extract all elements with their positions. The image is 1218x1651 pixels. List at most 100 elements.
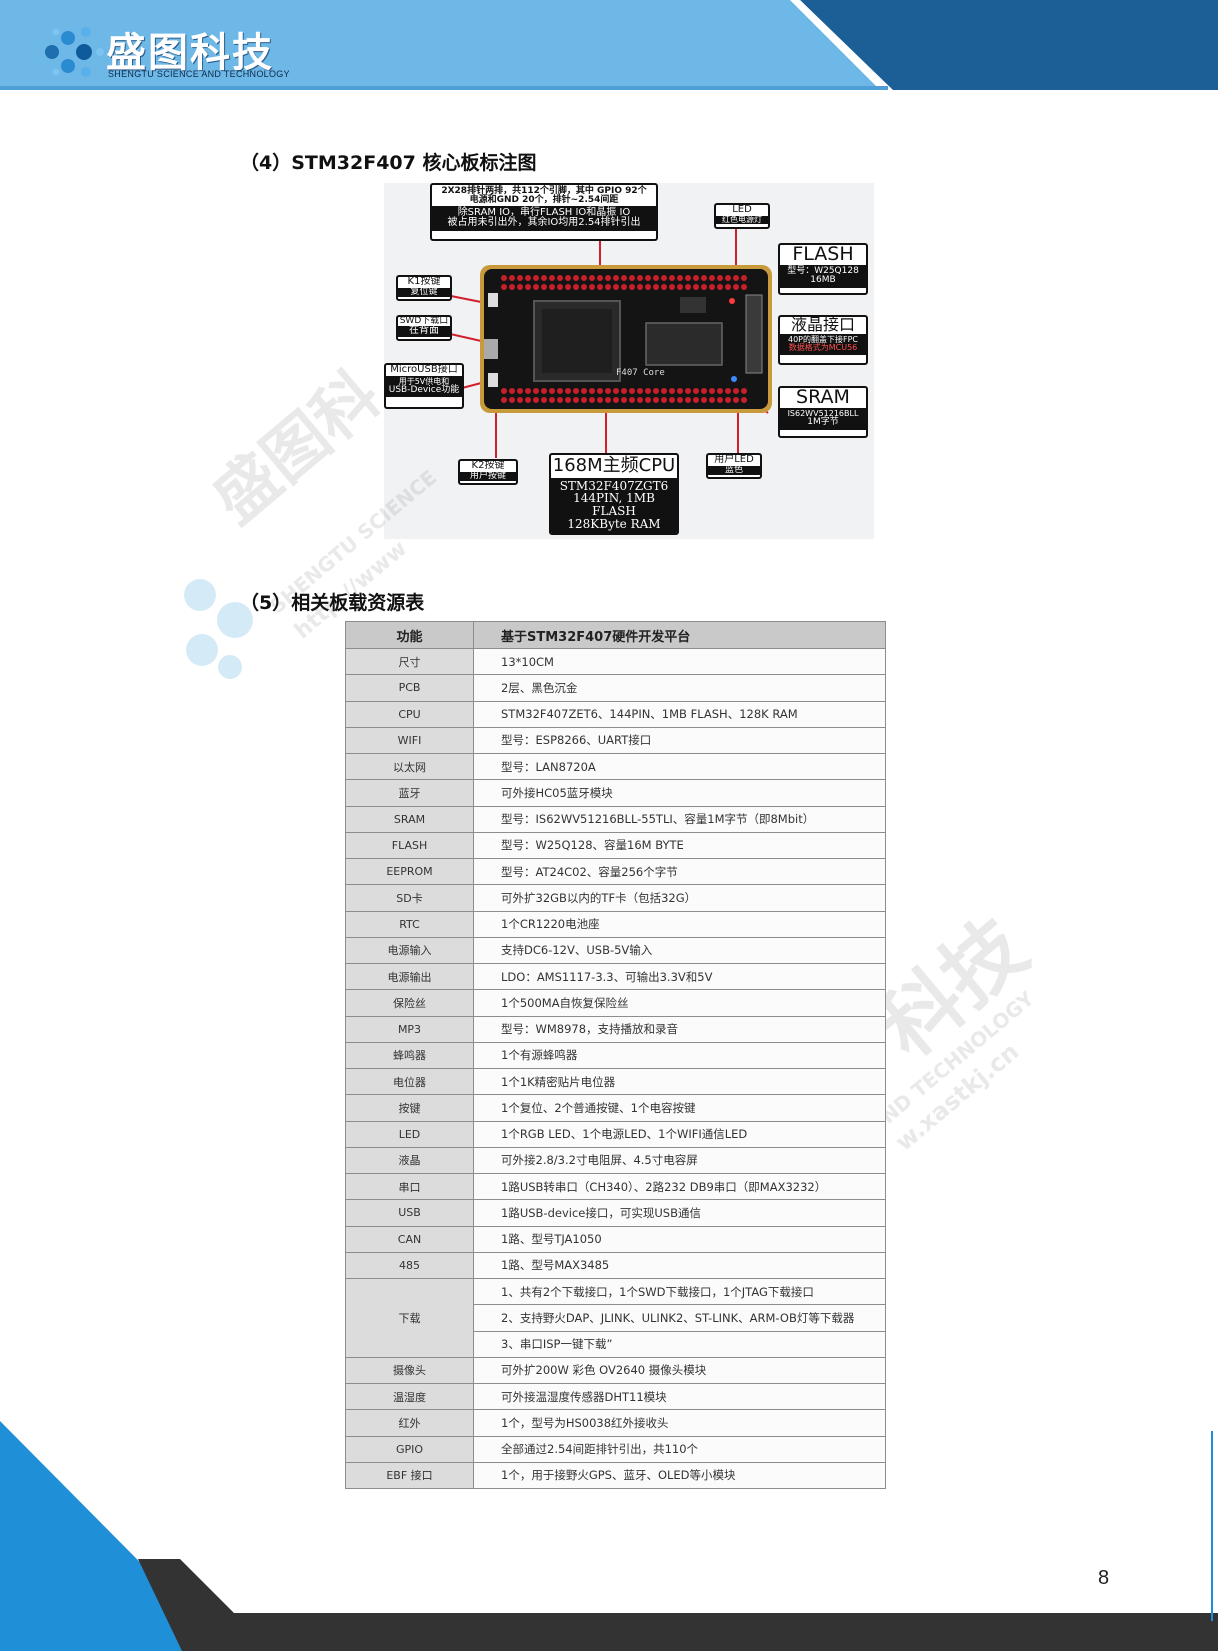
watermark-en-right: ND TECHNOLOGY (876, 986, 1039, 1129)
footer-decoration (0, 1421, 1218, 1651)
function-cell: 485 (345, 1251, 474, 1280)
page-number: 8 (1098, 1567, 1110, 1589)
board-illustration (445, 225, 772, 458)
callout-header-pins: 2X28排针两排，共112个引脚，其中 GPIO 92个 电源和GND 20个，… (430, 183, 658, 241)
description-cell: 1路、型号MAX3485 (473, 1251, 886, 1280)
callout-power-led: LED 红色电源灯 (714, 203, 770, 229)
function-cell: 电源输入 (345, 936, 474, 965)
board-silkscreen-label: F407 Core (616, 368, 665, 378)
header-cell-function: 功能 (345, 621, 474, 649)
description-cell: 1个，用于接野火GPS、蓝牙、OLED等小模块 (473, 1461, 886, 1490)
callout-lcd-interface: 液晶接口 40P的翻盖下接FPC 数据格式为MCU56 (778, 315, 868, 365)
description-cell: 1个500MA自恢复保险丝 (473, 989, 886, 1017)
table-row: 以太网型号：LAN8720A (345, 752, 886, 781)
function-cell: SD卡 (345, 884, 474, 912)
table-row: 3、串口ISP一键下载” (346, 1330, 886, 1358)
callout-user-led: 用户LED 蓝色 (706, 453, 762, 479)
description-cell: 可外接2.8/3.2寸电阻屏、4.5寸电容屏 (473, 1146, 886, 1175)
description-cell: 型号：W25Q128、容量16M BYTE (473, 831, 886, 860)
function-cell: 保险丝 (345, 989, 474, 1017)
watermark-logo-mark (184, 579, 253, 679)
description-cell: 1路USB-device接口，可实现USB通信 (473, 1199, 886, 1227)
watermark-cn-left: 盛图科 (199, 358, 395, 539)
function-cell: CPU (345, 700, 474, 728)
description-cell: 可外接温湿度传感器DHT11模块 (473, 1382, 886, 1411)
watermark-url-right: w.xastkj.cn (890, 1037, 1025, 1157)
description-cell: 1个复位、2个普通按键、1个电容按键 (473, 1094, 886, 1122)
description-cell: 13*10CM (473, 647, 886, 676)
callout-flash: FLASH 型号：W25Q128 16MB (778, 243, 868, 295)
function-cell: PCB (345, 674, 474, 702)
description-cell: 型号：WM8978，支持播放和录音 (473, 1015, 886, 1043)
function-cell: 温湿度 (345, 1382, 474, 1411)
function-cell: USB (345, 1199, 474, 1227)
description-cell: 型号：AT24C02、容量256个字节 (473, 857, 886, 886)
description-cell: 1个RGB LED、1个电源LED、1个WIFI通信LED (473, 1120, 886, 1148)
function-cell: RTC (345, 910, 474, 938)
callout-k1-reset: K1按键 复位键 (396, 275, 452, 301)
function-cell: FLASH (345, 831, 474, 860)
description-cell: 1个有源蜂鸣器 (473, 1041, 886, 1070)
callout-k2-user: K2按键 用户按键 (458, 459, 518, 485)
function-cell: LED (345, 1120, 474, 1148)
function-cell: EBF 接口 (345, 1461, 474, 1490)
company-logo: 盛图科技 SHENGTU SCIENCE AND TECHNOLOGY (42, 18, 292, 82)
header-cell-platform: 基于STM32F407硬件开发平台 (473, 621, 886, 649)
description-cell: 1、共有2个下载接口，1个SWD下载接口，1个JTAG下载接口 (473, 1277, 886, 1306)
callout-cpu: 168M主频CPU STM32F407ZGT6 144PIN, 1MB FLAS… (549, 453, 679, 535)
function-cell: 液晶 (345, 1146, 474, 1175)
description-cell: STM32F407ZET6、144PIN、1MB FLASH、128K RAM (473, 700, 886, 728)
function-cell: 摄像头 (345, 1356, 474, 1385)
table-row: 温湿度可外接温湿度传感器DHT11模块 (345, 1382, 886, 1411)
description-cell: 2层、黑色沉金 (473, 674, 886, 702)
function-cell: MP3 (345, 1015, 474, 1043)
function-cell: 按键 (345, 1094, 474, 1122)
description-cell: 1路、型号TJA1050 (473, 1225, 886, 1253)
table-header-row: 功能 基于STM32F407硬件开发平台 (345, 621, 886, 649)
description-cell: 可外接HC05蓝牙模块 (473, 779, 886, 807)
description-cell: 可外扩32GB以内的TF卡（包括32G） (473, 884, 886, 912)
description-cell: 1个，型号为HS0038红外接收头 (473, 1409, 886, 1437)
description-cell: 1个1K精密贴片电位器 (473, 1067, 886, 1096)
description-cell: 1路USB转串口（CH340）、2路232 DB9串口（即MAX3232） (473, 1172, 886, 1201)
table-row: 蓝牙可外接HC05蓝牙模块 (345, 779, 886, 807)
function-cell: 电位器 (345, 1067, 474, 1096)
molecule-logo-icon (45, 27, 104, 77)
description-cell: LDO：AMS1117-3.3、可输出3.3V和5V (473, 962, 886, 991)
logo-english-name: SHENGTU SCIENCE AND TECHNOLOGY (108, 69, 290, 79)
table-row: SD卡可外扩32GB以内的TF卡（包括32G） (345, 884, 886, 912)
description-cell: 全部通过2.54间距排针引出，共110个 (473, 1435, 886, 1463)
logo-chinese-name: 盛图科技 (106, 30, 274, 76)
page-header-banner: 盛图科技 SHENGTU SCIENCE AND TECHNOLOGY (0, 0, 1218, 90)
function-cell: CAN (345, 1225, 474, 1253)
section-4-title: （4）STM32F407 核心板标注图 (240, 152, 537, 174)
description-cell: 可外扩200W 彩色 OV2640 摄像头模块 (473, 1356, 886, 1385)
table-row: 摄像头可外扩200W 彩色 OV2640 摄像头模块 (345, 1356, 886, 1385)
description-cell: 3、串口ISP一键下载” (473, 1330, 886, 1358)
header-background (0, 0, 1218, 90)
description-cell: 型号：ESP8266、UART接口 (473, 726, 886, 755)
table-row: 2、支持野火DAP、JLINK、ULINK2、ST-LINK、ARM-OB灯等下… (346, 1304, 886, 1332)
function-cell: 下载 (345, 1278, 474, 1358)
description-cell: 2、支持野火DAP、JLINK、ULINK2、ST-LINK、ARM-OB灯等下… (473, 1304, 886, 1332)
